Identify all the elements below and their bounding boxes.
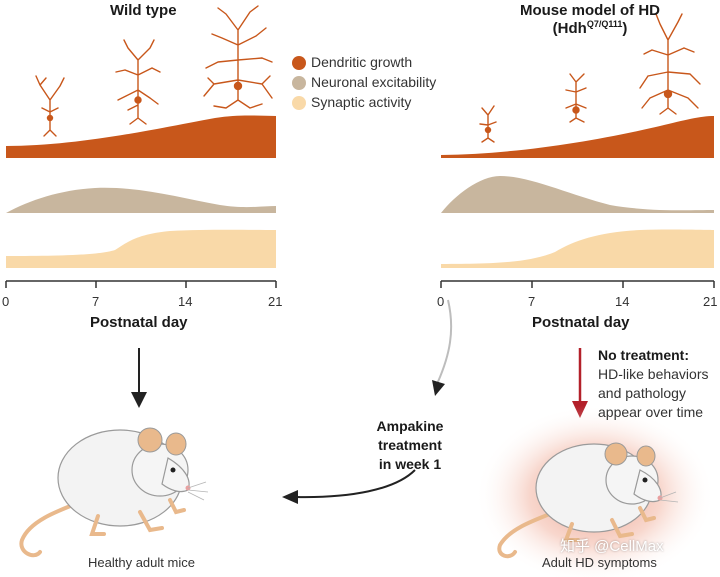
hd-tick-21: 21 xyxy=(703,294,718,309)
wt-neuron-small xyxy=(35,75,65,137)
legend-dot-synaptic xyxy=(292,96,306,110)
hd-synaptic-curve xyxy=(441,229,714,268)
hd-symptoms-caption: Adult HD symptoms xyxy=(542,555,657,570)
wt-neuron-medium xyxy=(115,39,161,125)
hd-model-title-line1: Mouse model of HD xyxy=(519,2,660,19)
legend-dot-dendritic xyxy=(292,56,306,70)
hd-neuron-medium xyxy=(565,73,587,123)
legend-label-excitability: Neuronal excitability xyxy=(311,74,437,90)
genotype-superscript: Q7/Q111 xyxy=(586,19,623,29)
no-treatment-line2: and pathology xyxy=(598,385,686,401)
wt-neuron-large xyxy=(203,5,273,109)
ampakine-line2: treatment xyxy=(378,437,442,453)
hd-model-title-line2: (HdhQ7/Q111) xyxy=(490,19,690,37)
hd-axis xyxy=(440,280,715,288)
hd-tick-14: 14 xyxy=(615,294,630,309)
legend-label-dendritic: Dendritic growth xyxy=(311,54,413,70)
hd-neuron-large xyxy=(639,13,701,115)
wt-synaptic-curve xyxy=(6,229,276,268)
ampakine-line3: in week 1 xyxy=(378,456,442,472)
wt-axis xyxy=(5,280,277,288)
legend-dot-excitability xyxy=(292,76,306,90)
genotype-suffix: ) xyxy=(622,20,628,37)
ampakine-treatment-label: Ampakine treatment in week 1 xyxy=(360,417,460,474)
healthy-mouse-illustration xyxy=(19,427,209,558)
no-treatment-label: No treatment: HD-like behaviors and path… xyxy=(598,346,708,422)
wt-tick-21: 21 xyxy=(268,294,283,309)
ampakine-arrow-out xyxy=(282,469,416,504)
wt-tick-0: 0 xyxy=(2,294,10,309)
wt-excitability-curve xyxy=(6,187,276,213)
hd-dendritic-curve xyxy=(441,116,714,158)
genotype-prefix: (Hdh xyxy=(552,20,587,37)
legend-label-synaptic: Synaptic activity xyxy=(311,94,412,110)
hd-model-title: Mouse model of HD (HdhQ7/Q111) xyxy=(490,2,690,37)
no-treatment-line1: HD-like behaviors xyxy=(598,366,709,382)
hd-axis-label: Postnatal day xyxy=(532,314,630,331)
watermark: 知乎 @CellMax xyxy=(560,538,664,555)
hd-neuron-small xyxy=(479,105,497,143)
hd-tick-7: 7 xyxy=(528,294,536,309)
wild-type-title: Wild type xyxy=(110,2,177,19)
wt-tick-7: 7 xyxy=(92,294,100,309)
ampakine-arrow-in xyxy=(432,299,453,396)
hd-excitability-curve xyxy=(441,176,714,213)
hd-mouse-illustration xyxy=(497,442,679,559)
no-treatment-line3: appear over time xyxy=(598,404,704,420)
healthy-mice-caption: Healthy adult mice xyxy=(88,555,195,570)
hd-tick-0: 0 xyxy=(437,294,445,309)
wt-tick-14: 14 xyxy=(178,294,193,309)
wt-axis-label: Postnatal day xyxy=(90,314,188,331)
ampakine-line1: Ampakine xyxy=(376,418,444,434)
wt-dendritic-curve xyxy=(6,115,276,158)
no-treatment-heading: No treatment: xyxy=(598,347,690,363)
wt-down-arrow xyxy=(131,348,147,408)
